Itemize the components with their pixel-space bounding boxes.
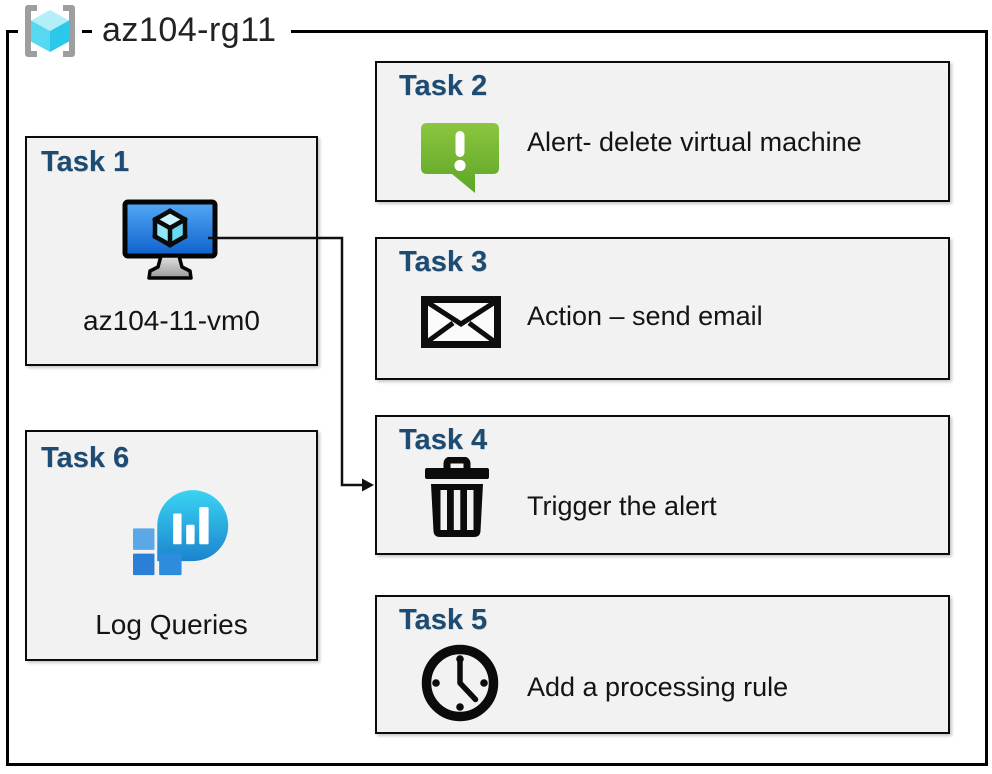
task-2-label: Alert- delete virtual machine [527,127,862,157]
resource-group-icon [18,2,82,60]
delete-trash-icon [423,456,491,546]
task-1-box: Task 1 az104-11-vm0 [25,136,318,366]
clock-icon [420,643,500,728]
task-2-title: Task 2 [399,70,488,102]
task-6-box: Task 6 Log Queries [25,430,318,661]
task-4-label: Trigger the alert [527,491,717,521]
resource-group-name: az104-rg11 [92,11,291,52]
task-5-title: Task 5 [399,604,488,636]
email-envelope-icon [421,296,501,353]
task-3-box: Task 3 Action – send email [375,237,950,380]
alert-message-icon [419,121,501,200]
task-1-label: az104-11-vm0 [83,305,260,336]
task-2-box: Task 2 Alert- delete virtual machine [375,61,950,202]
log-queries-icon [133,488,231,586]
task-1-title: Task 1 [41,146,130,178]
virtual-machine-icon [122,199,218,292]
task-3-label: Action – send email [527,301,763,331]
task-5-label: Add a processing rule [527,672,789,702]
task-6-title: Task 6 [41,442,130,474]
task-4-title: Task 4 [399,424,488,456]
resource-group-frame [6,30,988,766]
task-3-title: Task 3 [399,246,488,278]
task-4-box: Task 4 Trigger the alert [375,415,950,555]
task-5-box: Task 5 Add a processing rule [375,595,950,734]
task-6-label: Log Queries [95,609,248,640]
